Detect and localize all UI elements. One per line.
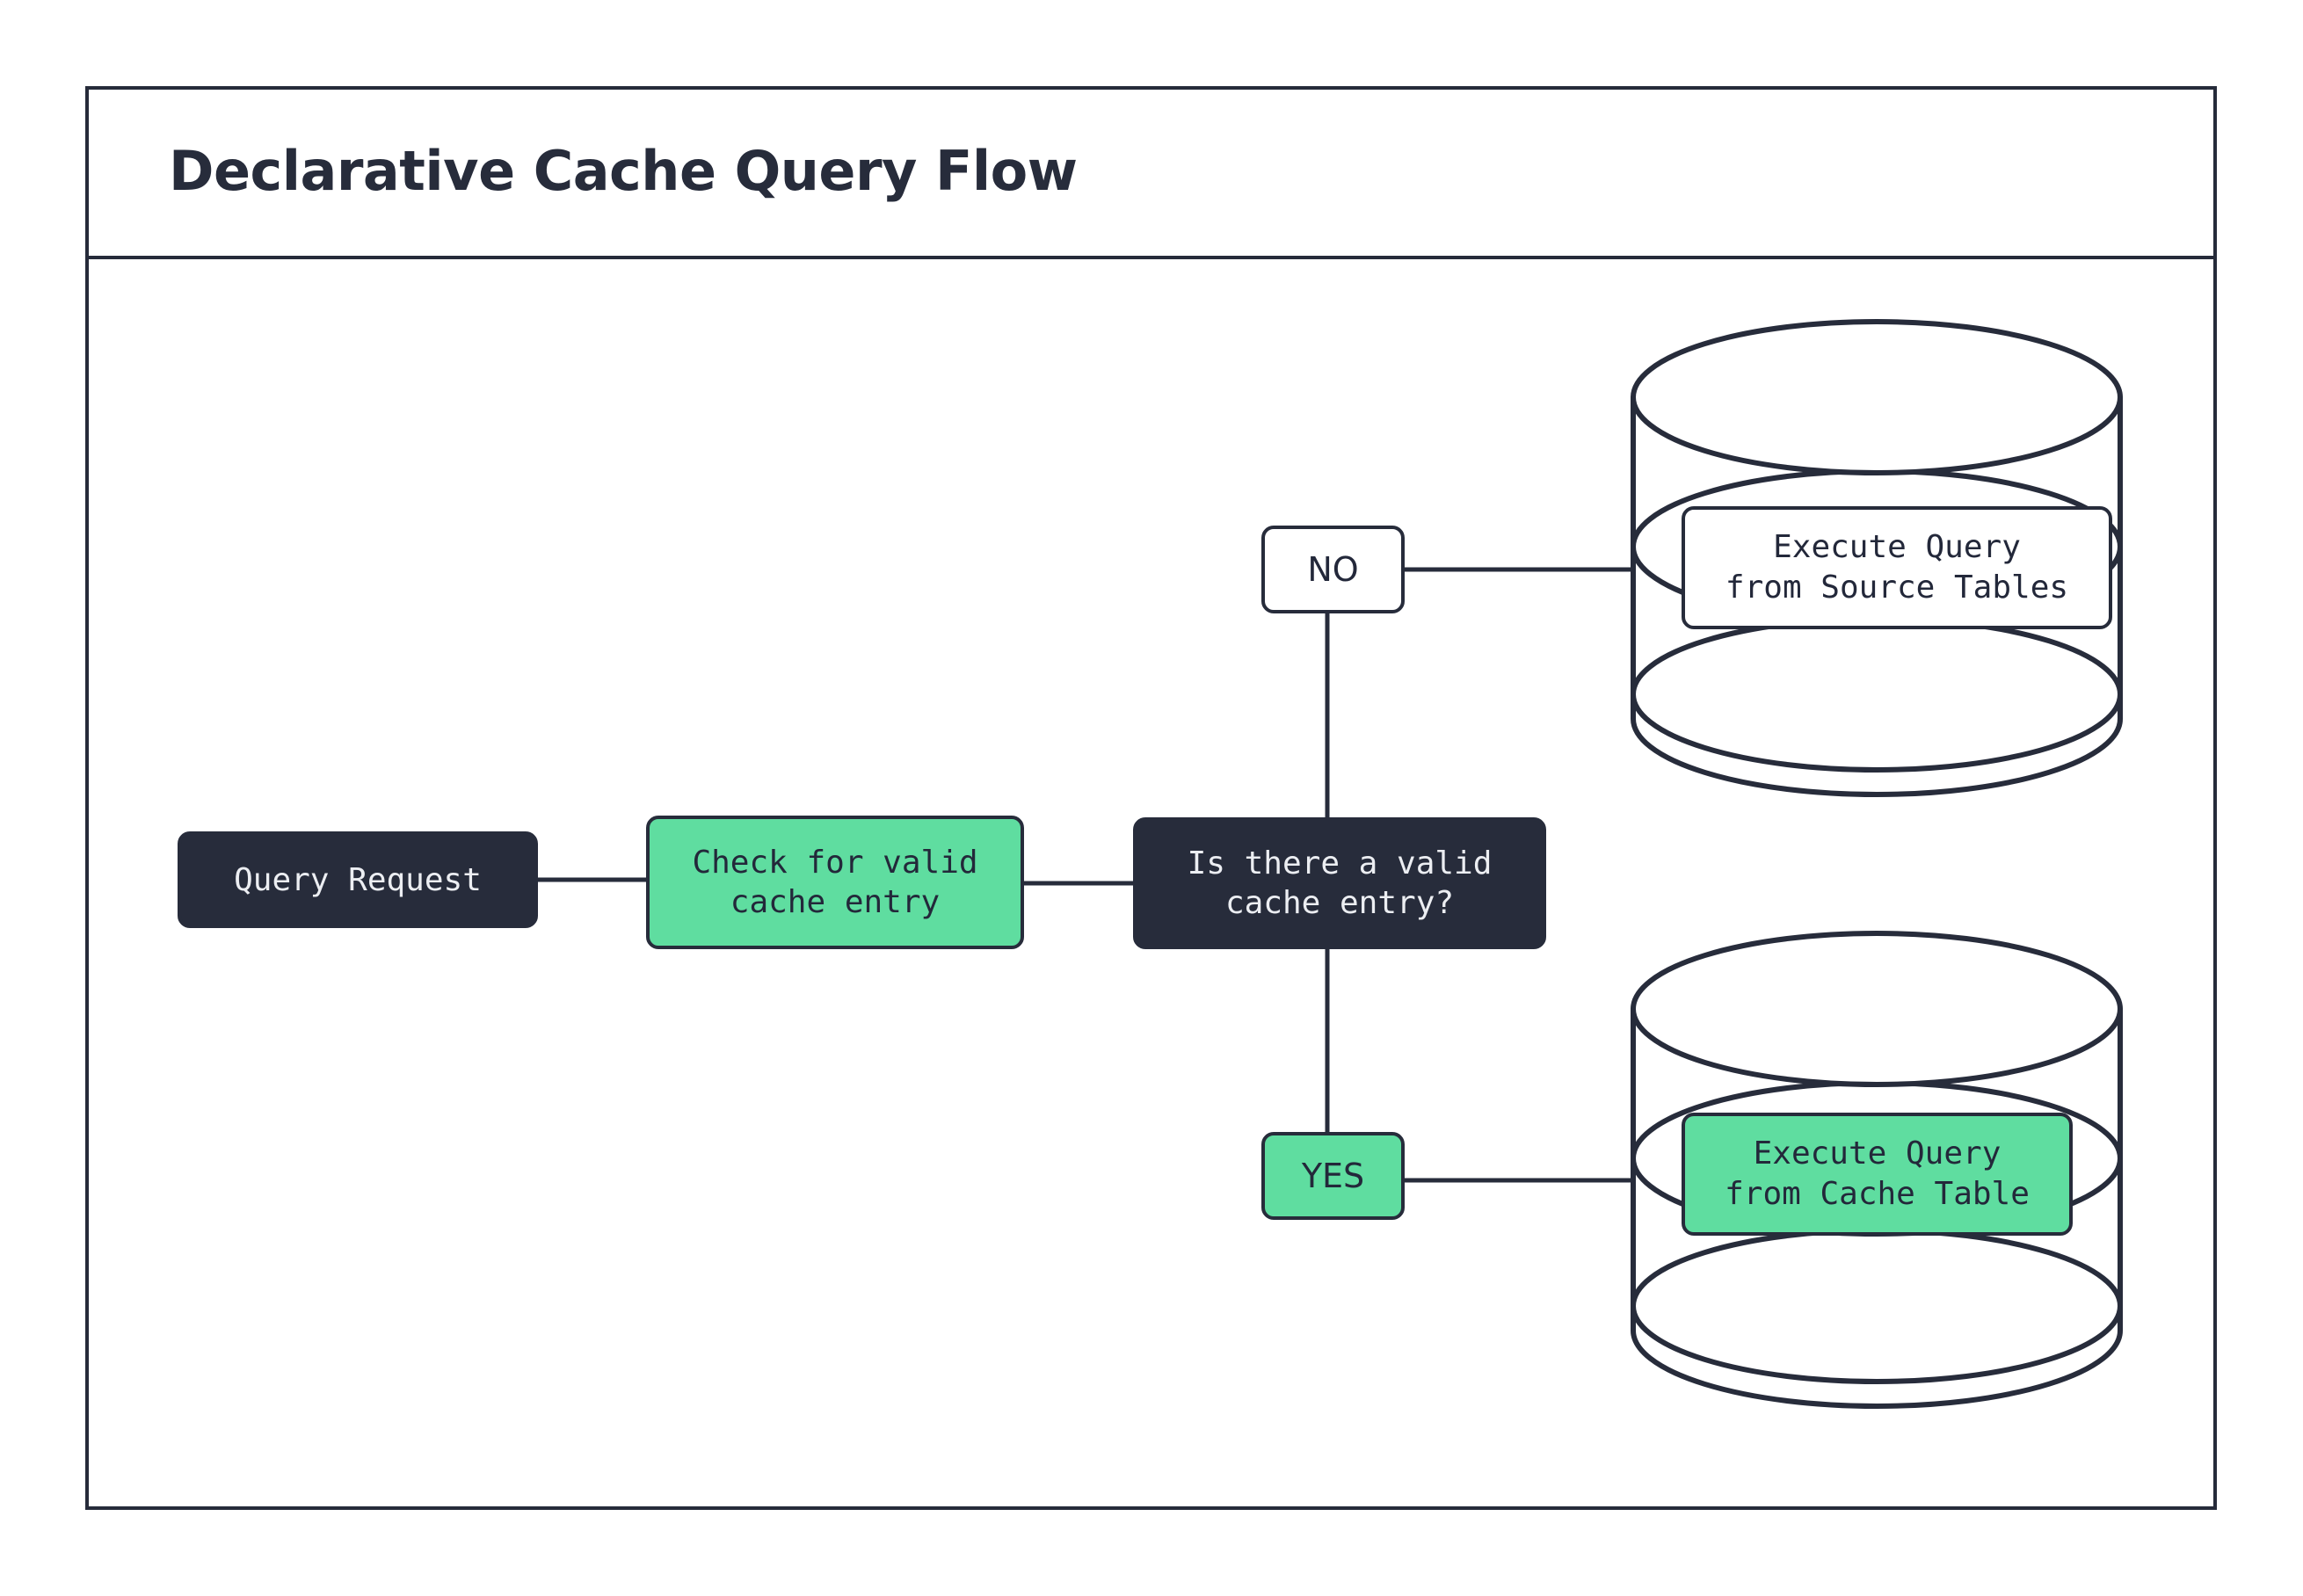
page-title: Declarative Cache Query Flow [169, 139, 1078, 203]
branch-label-yes[interactable]: YES [1261, 1132, 1405, 1220]
node-check-for-valid-cache-entry[interactable]: Check for valid cache entry [646, 816, 1024, 949]
node-decision-valid-cache-entry[interactable]: Is there a valid cache entry? [1133, 817, 1546, 949]
node-query-request[interactable]: Query Request [178, 831, 538, 928]
title-bar: Declarative Cache Query Flow [85, 86, 2217, 259]
branch-label-no[interactable]: NO [1261, 526, 1405, 613]
node-execute-query-from-cache-table[interactable]: Execute Query from Cache Table [1682, 1113, 2073, 1236]
diagram-frame [85, 86, 2217, 1510]
node-execute-query-from-source-tables[interactable]: Execute Query from Source Tables [1682, 506, 2112, 629]
